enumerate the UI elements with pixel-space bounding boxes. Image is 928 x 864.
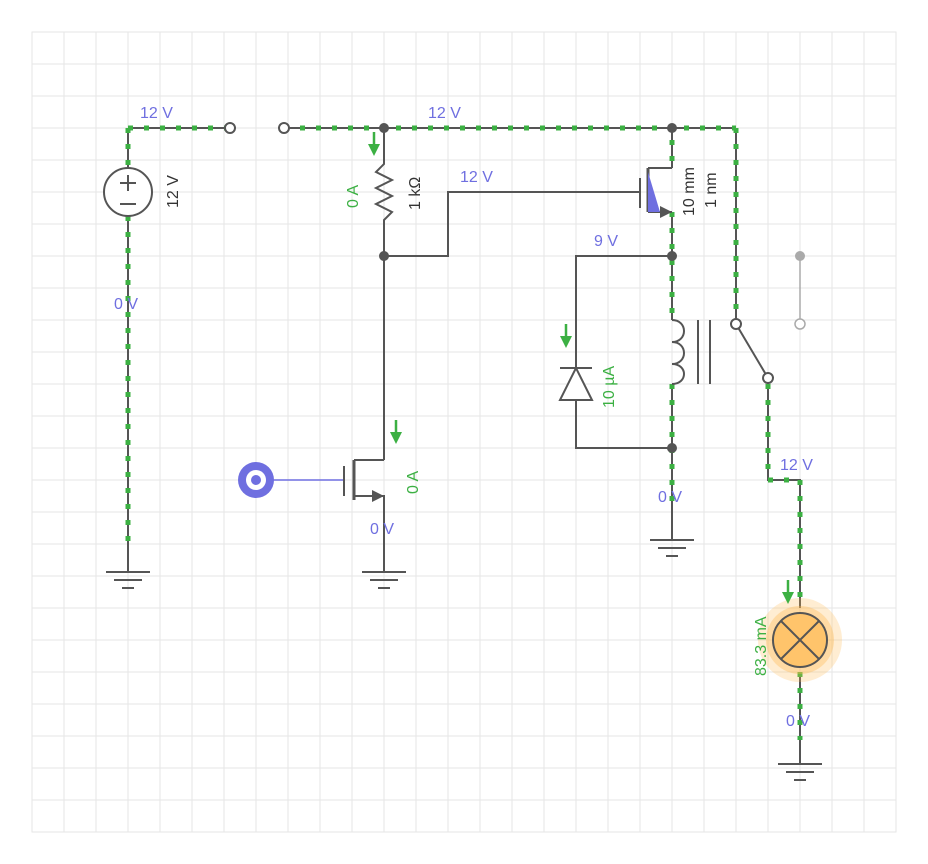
p-mosfet-icon[interactable] [639,167,672,218]
terminal-open-left [224,122,236,134]
junction-dot [379,251,389,261]
current-flow [125,125,803,740]
voltage-label: 0 V [114,296,138,313]
junction-dot [667,123,677,133]
voltage-label: 0 V [370,521,394,538]
junction-dot [667,443,677,453]
voltage-label: 9 V [594,233,618,250]
current-label: 0 A [405,471,422,494]
pmos-width-label: 10 mm [681,167,698,216]
relay-switch-icon[interactable] [730,318,774,384]
current-arrow-icon [390,432,402,444]
junction-dot [667,251,677,261]
wires [127,127,801,764]
ground-icon[interactable] [650,539,694,557]
relay-coil-icon[interactable] [671,319,711,385]
voltage-label: 12 V [460,169,493,186]
n-mosfet-icon[interactable] [343,459,385,502]
logic-input-icon[interactable] [238,462,274,498]
current-label: 0 A [345,185,362,208]
voltage-label: 12 V [140,105,173,122]
ground-icon[interactable] [362,571,406,589]
current-label: 10 µA [601,366,618,408]
ground-icon[interactable] [778,763,822,781]
ground-icon[interactable] [106,571,150,589]
dc-voltage-source-icon[interactable] [103,167,153,217]
wire-switch-out[interactable] [767,378,801,608]
voltage-label: 12 V [780,457,813,474]
terminal-open-right [278,122,290,134]
voltage-label: 0 V [786,713,810,730]
voltage-label: 12 V [428,105,461,122]
voltage-label: 0 V [658,489,682,506]
resistor-icon[interactable] [373,160,395,224]
junctions [379,123,677,453]
resistor-value-label: 1 kΩ [407,177,424,210]
junction-dot [379,123,389,133]
current-arrow-icon [782,592,794,604]
wire-diode-top[interactable] [575,255,672,368]
diode-icon[interactable] [558,365,594,401]
open-terminals[interactable] [224,122,290,134]
wire-diode-bottom[interactable] [575,400,672,449]
pmos-length-label: 1 nm [703,172,720,208]
current-arrow-icon [368,144,380,156]
source-value-label: 12 V [165,175,182,208]
lamp-icon[interactable] [758,598,842,682]
wire-gate-pmos[interactable] [384,191,640,257]
disconnected-terminal[interactable] [794,251,806,330]
current-arrow-icon [560,336,572,348]
current-label: 83.3 mA [753,616,770,676]
